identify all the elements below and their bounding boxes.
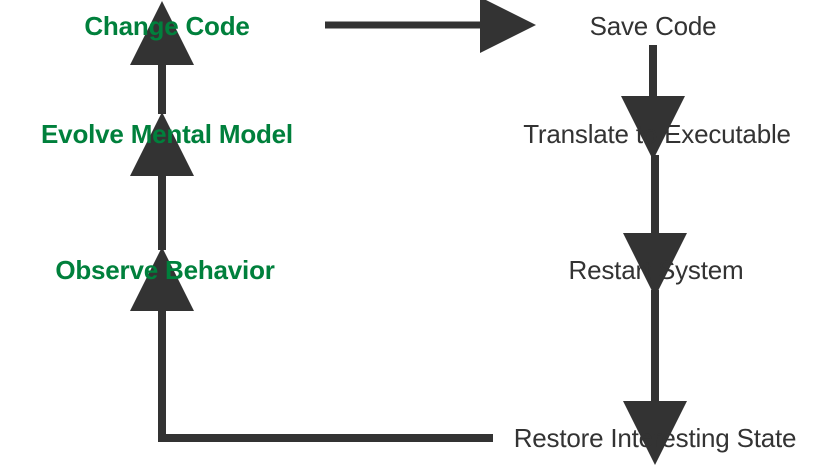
node-change-code[interactable]: Change Code [84, 11, 250, 41]
node-restart-system[interactable]: Restart System [568, 255, 744, 285]
node-translate-to-executable[interactable]: Translate to Executable [523, 119, 791, 149]
edge-restore-to-observe [130, 247, 493, 442]
node-evolve-mental-model[interactable]: Evolve Mental Model [41, 119, 293, 149]
node-save-code[interactable]: Save Code [589, 11, 717, 41]
node-restore-interesting-state[interactable]: Restore Interesting State [513, 423, 797, 453]
node-observe-behavior[interactable]: Observe Behavior [55, 255, 275, 285]
